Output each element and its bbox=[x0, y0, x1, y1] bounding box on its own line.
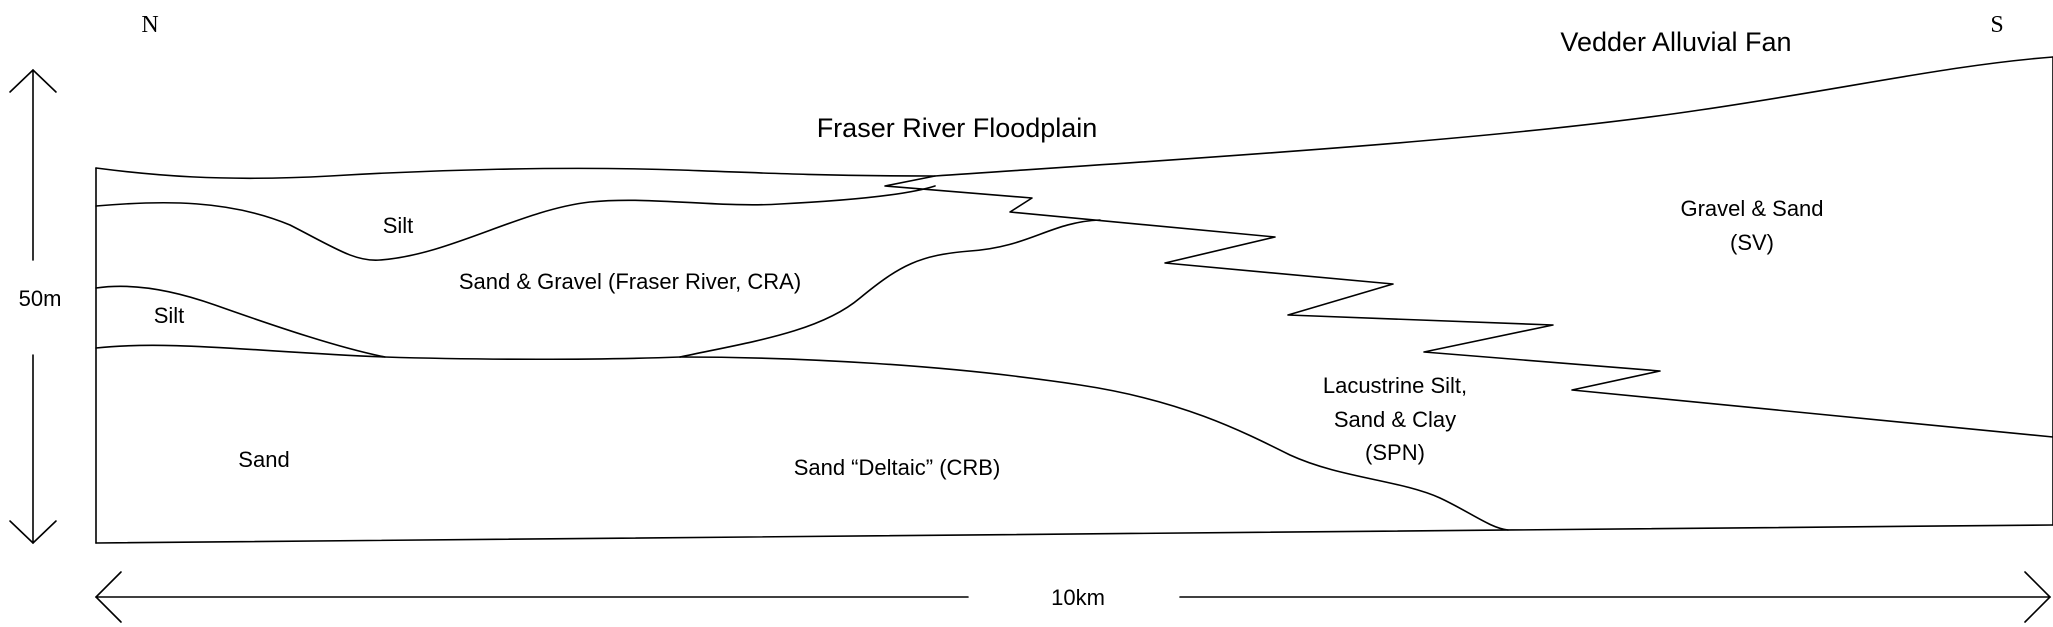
section-frame bbox=[95, 56, 2053, 544]
vedder-alluvial-fan-label: Vedder Alluvial Fan bbox=[1560, 27, 1791, 57]
gravel-sand-label-line-2: (SV) bbox=[1730, 230, 1774, 255]
sand-label: Sand bbox=[238, 447, 289, 472]
horizontal-scale-label: 10km bbox=[1051, 585, 1105, 610]
horizontal-arrow-left-head-icon bbox=[94, 571, 122, 623]
horizontal-arrow-right-head-icon bbox=[2024, 571, 2052, 623]
sand-gravel-cra-label: Sand & Gravel (Fraser River, CRA) bbox=[459, 269, 801, 294]
sand-deltaic-crb-label: Sand “Deltaic” (CRB) bbox=[794, 455, 1001, 480]
ground-surface-line bbox=[95, 56, 2053, 180]
sand-top-line bbox=[95, 344, 681, 361]
lower-silt-label: Silt bbox=[154, 303, 185, 328]
lacustrine-label-line-3: (SPN) bbox=[1365, 440, 1425, 465]
sand-gravel-base-line bbox=[679, 219, 1101, 358]
deltaic-sand-top-line bbox=[679, 356, 1509, 531]
vertical-scale: 50m bbox=[9, 68, 62, 545]
vertical-scale-label: 50m bbox=[19, 286, 62, 311]
south-label: S bbox=[1990, 12, 2003, 38]
gravel-sand-label-line-1: Gravel & Sand bbox=[1680, 196, 1823, 221]
lower-silt-top-line bbox=[95, 285, 386, 358]
vertical-arrow-bottom-head-icon bbox=[9, 520, 57, 545]
fraser-river-floodplain-label: Fraser River Floodplain bbox=[817, 113, 1098, 143]
upper-silt-label: Silt bbox=[383, 213, 414, 238]
upper-silt-base-line bbox=[95, 185, 936, 261]
lacustrine-label-line-1: Lacustrine Silt, bbox=[1323, 373, 1467, 398]
frame-base-line bbox=[95, 524, 2053, 544]
vertical-arrow-top-head-icon bbox=[9, 68, 57, 93]
horizontal-scale: 10km bbox=[94, 571, 2052, 623]
lacustrine-label-line-2: Sand & Clay bbox=[1334, 407, 1456, 432]
interfingering-boundary-line bbox=[884, 175, 2053, 438]
north-label: N bbox=[141, 12, 158, 38]
